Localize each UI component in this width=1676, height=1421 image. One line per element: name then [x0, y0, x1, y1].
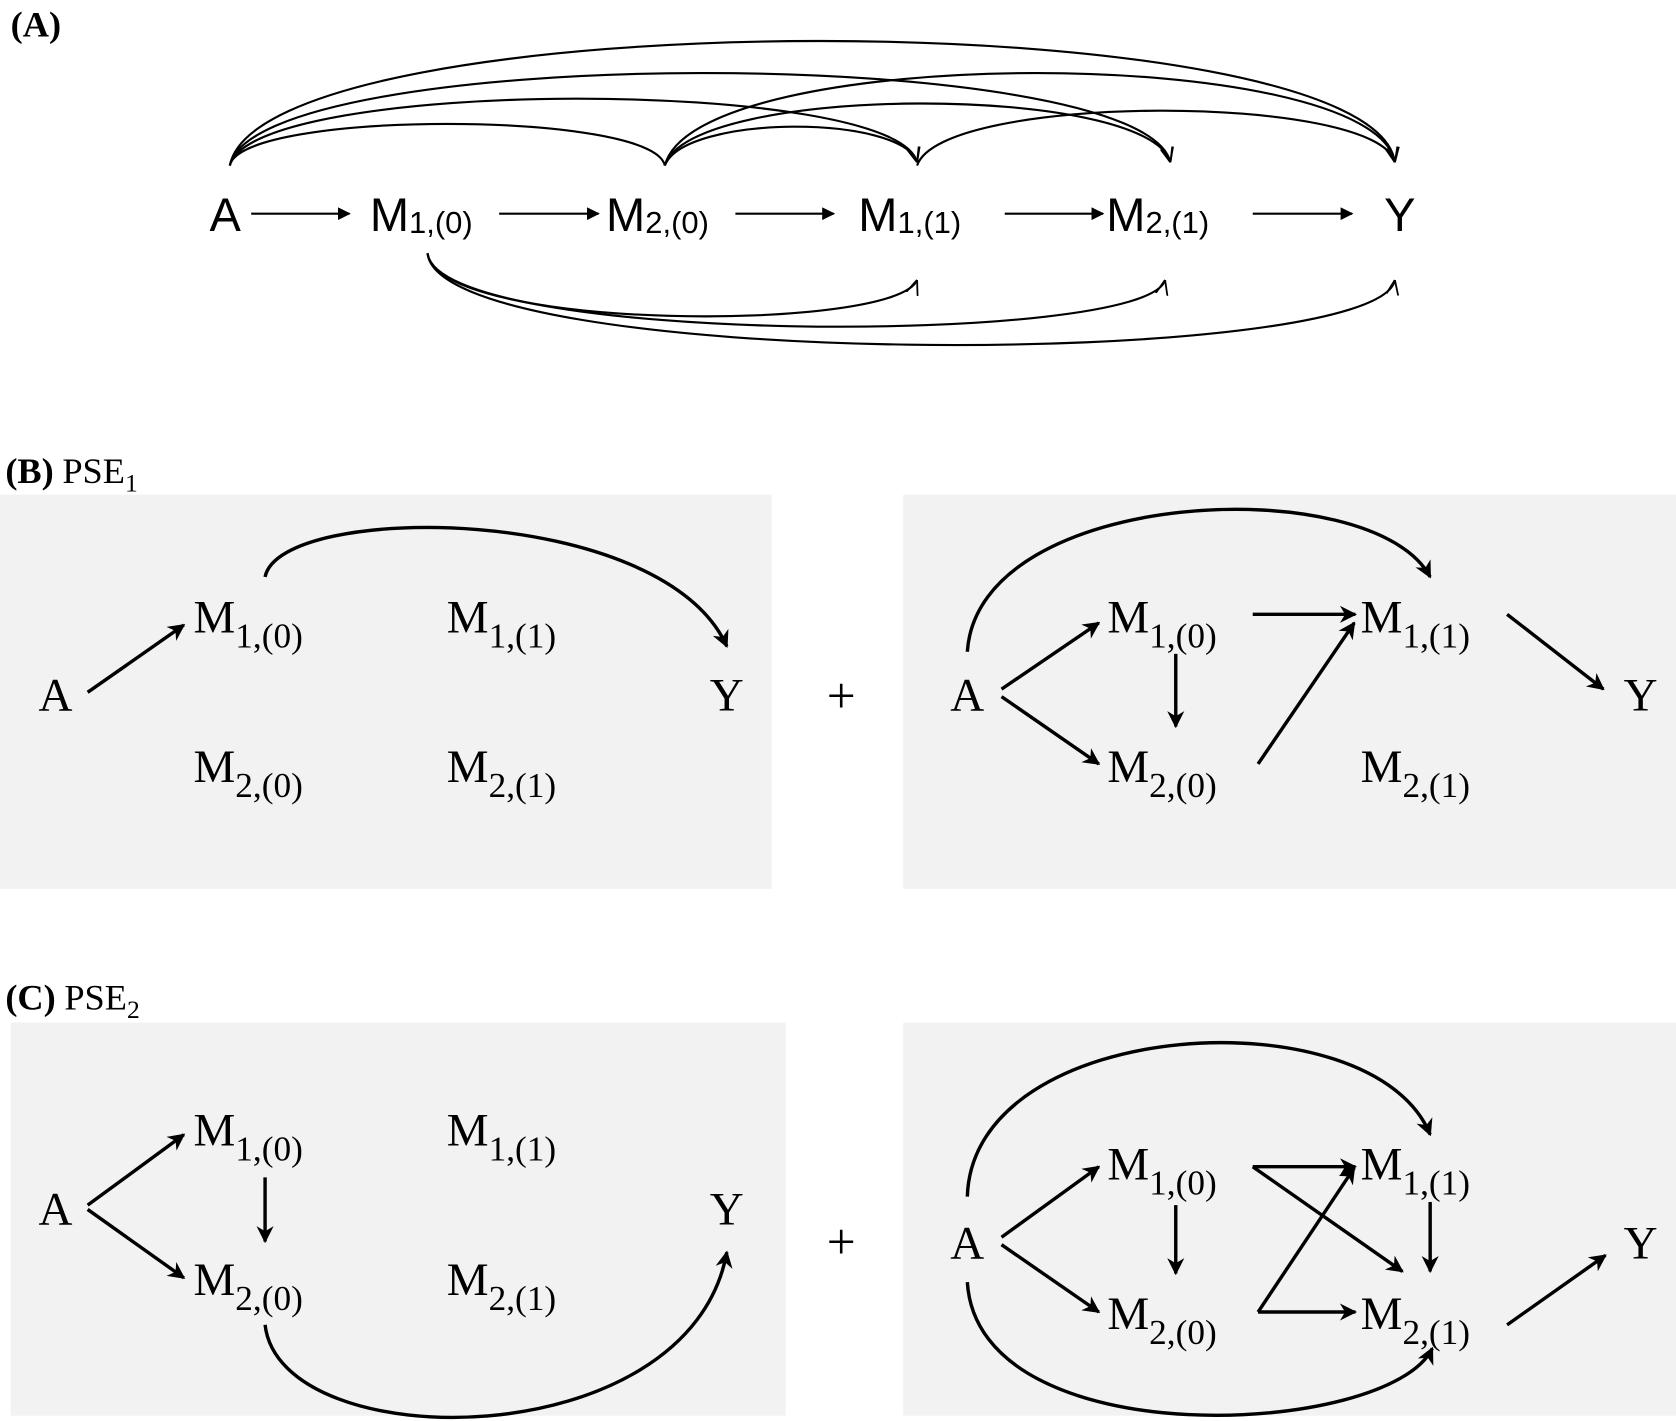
panel-b-plus: + [827, 668, 856, 725]
node-m1-0: M1,(0) [193, 592, 302, 656]
node-a: A [950, 670, 984, 722]
node-m1-0: M1,(0) [1107, 1139, 1216, 1203]
node-y: Y [1624, 670, 1658, 722]
arc-m1-0-m1-1 [426, 253, 918, 318]
panel-c-right-nodes: A M1,(0) M1,(1) Y M2,(0) M2,(1) [950, 1139, 1657, 1353]
node-m1-1: M1,(1) [1361, 592, 1470, 656]
panel-c-left-box [10, 1022, 786, 1416]
arc-a-m2-1 [228, 71, 1171, 166]
node-m2-0: M2,(0) [1107, 1288, 1216, 1352]
node-m2-1: M2,(1) [447, 741, 556, 805]
panel-b-left-box [0, 494, 772, 889]
edge-a-m1-0 [86, 1133, 186, 1207]
node-a: A [950, 1218, 984, 1270]
node-m1-1: M1,(1) [447, 592, 556, 656]
node-m2-1: M2,(1) [1106, 188, 1209, 241]
node-m1-0: M1,(0) [1107, 592, 1216, 656]
edge-a-m2-0 [1000, 1243, 1101, 1314]
panel-a-nodes: A M1,(0) M2,(0) M1,(1) M2,(1) Y [210, 188, 1416, 241]
panel-c-left-nodes: A M1,(0) M1,(1) Y M2,(0) M2,(1) [38, 1104, 743, 1318]
node-m2-0: M2,(0) [193, 741, 302, 805]
edge-a-m1-0 [86, 623, 186, 694]
arc-m1-0-y [426, 253, 1395, 347]
panel-c-title: (C)PSE2 [5, 978, 139, 1025]
node-m2-1: M2,(1) [1361, 741, 1470, 805]
arc-m1-1-y [916, 109, 1395, 166]
node-m2-0: M2,(0) [193, 1254, 302, 1318]
panel-a: (A) A M1,(0) M2,(0) M1,(1) M2,(1) Y [11, 4, 1416, 347]
panel-b-right-edges [965, 507, 1605, 766]
node-y: Y [710, 670, 744, 722]
edge-m2-0-m1-1 [1256, 621, 1356, 765]
arc-a-m2-0 [228, 122, 666, 166]
node-m1-1: M1,(1) [1361, 1139, 1470, 1203]
edge-m1-0-y [263, 525, 729, 648]
panel-c: (C)PSE2 + A M1,(0) M1,(1) Y M2,(0) M2,(1… [5, 978, 1676, 1419]
edge-a-m1-0 [1000, 1165, 1101, 1239]
arc-m2-0-m2-1 [663, 102, 1171, 166]
node-m1-0: M1,(0) [370, 188, 473, 241]
edge-a-m1-1 [965, 507, 1432, 652]
edge-a-m1-0 [1000, 621, 1101, 691]
arc-a-y [228, 39, 1395, 166]
edge-m2-1-y [1506, 1253, 1607, 1327]
edge-m1-0-m2-1 [1251, 1165, 1404, 1273]
arc-m1-0-m2-1 [426, 253, 1166, 328]
node-m1-0: M1,(0) [193, 1104, 302, 1168]
panel-c-right-box [903, 1022, 1676, 1416]
node-m1-1: M1,(1) [858, 188, 961, 241]
node-a: A [38, 670, 72, 722]
panel-b-left-nodes: A M1,(0) M1,(1) Y M2,(0) M2,(1) [38, 592, 743, 806]
edge-a-m2-1 [965, 1281, 1434, 1417]
edge-a-m1-1 [965, 1040, 1433, 1197]
arc-m2-0-y [663, 72, 1395, 166]
node-y: Y [1384, 188, 1415, 241]
edge-a-m2-0 [86, 1208, 186, 1280]
node-a: A [210, 188, 242, 241]
edge-m2-0-y [263, 1250, 733, 1419]
node-m2-0: M2,(0) [1107, 741, 1216, 805]
panel-b-right-box [903, 494, 1676, 889]
panel-c-right-edges [965, 1040, 1607, 1417]
panel-a-edges [228, 39, 1395, 347]
edge-m1-1-y [1506, 612, 1605, 691]
panel-a-label: (A) [11, 4, 61, 44]
edge-a-m2-0 [1000, 695, 1101, 766]
node-m1-1: M1,(1) [447, 1104, 556, 1168]
panel-b-title: (B)PSE1 [5, 451, 137, 498]
edge-m2-0-m1-1 [1256, 1166, 1356, 1313]
arc-m2-0-m1-1 [663, 125, 917, 167]
panel-c-left-edges [86, 1133, 733, 1419]
panel-b-right-nodes: A M1,(0) M1,(1) Y M2,(0) M2,(1) [950, 592, 1657, 806]
node-m2-0: M2,(0) [606, 188, 709, 241]
panel-c-plus: + [827, 1214, 856, 1271]
node-m2-1: M2,(1) [1361, 1288, 1470, 1352]
node-a: A [38, 1183, 72, 1235]
node-m2-1: M2,(1) [447, 1254, 556, 1318]
node-y: Y [710, 1183, 744, 1235]
arc-a-m1-1 [228, 97, 917, 166]
node-y: Y [1624, 1218, 1658, 1270]
panel-b: (B)PSE1 + A M1,(0) M1,(1) Y M2,(0) M2,(1… [0, 451, 1676, 889]
panel-b-left-edges [86, 525, 729, 694]
